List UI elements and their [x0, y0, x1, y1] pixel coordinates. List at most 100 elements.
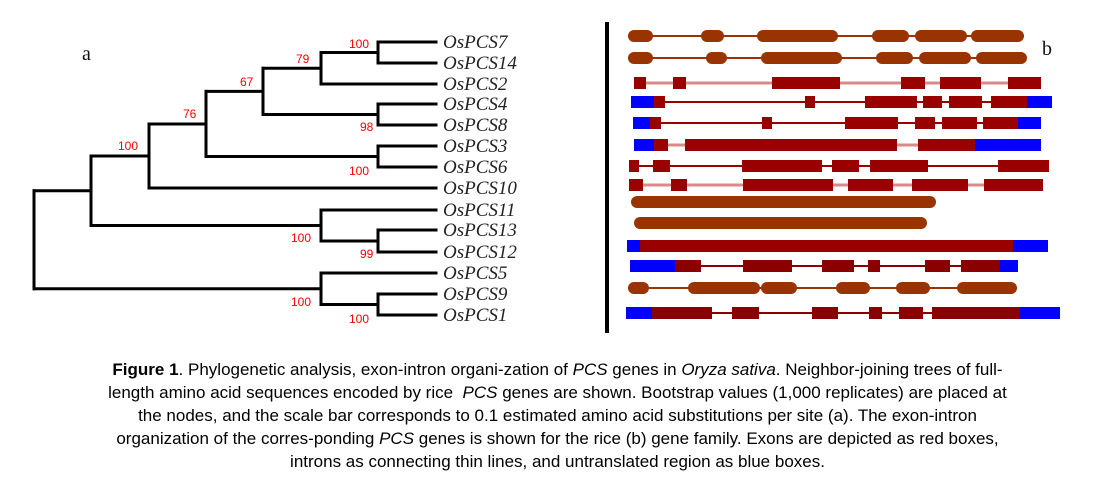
exon-box	[961, 260, 1000, 272]
exon-box	[812, 307, 838, 319]
bootstrap-value: 100	[349, 37, 369, 51]
caption-text: organization of the corres-ponding	[116, 429, 380, 448]
gene-structure-OsPCS7	[628, 30, 1024, 42]
exon-box	[761, 282, 797, 294]
gene-structure-OsPCS5	[630, 260, 1018, 272]
exon-box	[629, 160, 639, 172]
utr-box	[627, 240, 640, 252]
exon-box	[706, 52, 727, 64]
exon-box	[957, 282, 1017, 294]
exon-box	[868, 260, 880, 272]
exon-box	[732, 307, 759, 319]
bootstrap-value: 67	[240, 75, 254, 89]
exon-box	[772, 77, 840, 89]
caption-text: introns as connecting thin lines, and un…	[290, 452, 825, 471]
utr-box	[1018, 117, 1041, 129]
exon-box	[762, 117, 772, 129]
exon-box	[654, 139, 668, 151]
leaf-label: OsPCS2	[443, 74, 508, 95]
exon-box	[628, 52, 653, 64]
exon-box	[848, 179, 893, 191]
gene-structure-OsPCS1	[626, 307, 1060, 319]
exon-box	[872, 30, 909, 42]
figure-graphic: aOsPCS7OsPCS14OsPCS2OsPCS4OsPCS8OsPCS3Os…	[32, 22, 1060, 333]
panel-b-label: b	[1042, 38, 1052, 60]
caption-text: genes are shown. Bootstrap values (1,000…	[497, 383, 1007, 402]
caption-text: the nodes, and the scale bar corresponds…	[138, 406, 977, 425]
exon-box	[650, 117, 661, 129]
exon-box	[983, 117, 1018, 129]
leaf-label: OsPCS13	[443, 220, 517, 241]
caption-line: the nodes, and the scale bar corresponds…	[0, 404, 1115, 427]
caption-text: . Neighbor-joining trees of full-	[775, 360, 1003, 379]
utr-box	[975, 139, 1041, 151]
utr-box	[626, 307, 652, 319]
bootstrap-value: 100	[118, 139, 138, 153]
utr-box	[633, 117, 650, 129]
caption-text: . Phylogenetic analysis, exon-intron org…	[178, 360, 573, 379]
bootstrap-value: 100	[349, 312, 369, 326]
exon-box	[901, 77, 925, 89]
leaf-label: OsPCS14	[443, 53, 517, 74]
gene-structure-OsPCS2	[634, 77, 1041, 89]
utr-box	[1000, 260, 1018, 272]
utr-box	[1027, 96, 1052, 108]
exon-box	[991, 96, 1027, 108]
gene-structure-OsPCS8	[633, 117, 1041, 129]
exon-box	[869, 307, 882, 319]
utr-box	[631, 96, 654, 108]
exon-box	[876, 52, 913, 64]
gene-structure-OsPCS6	[629, 160, 1049, 172]
exon-box	[634, 217, 927, 229]
exon-box	[865, 96, 917, 108]
exon-box	[976, 52, 1027, 64]
caption-italic: Oryza sativa	[681, 360, 776, 379]
bootstrap-value: 99	[360, 247, 374, 261]
caption-text: length amino acid sequences encoded by r…	[108, 383, 463, 402]
exon-box	[971, 30, 1024, 42]
bootstrap-value: 76	[183, 107, 197, 121]
caption-line: length amino acid sequences encoded by r…	[0, 381, 1115, 404]
caption-italic: PCS	[379, 429, 415, 448]
gene-structure-OsPCS3	[634, 139, 1041, 151]
exon-box	[899, 307, 923, 319]
utr-box	[1020, 307, 1060, 319]
bootstrap-value: 79	[296, 52, 310, 66]
exon-box	[628, 282, 649, 294]
exon-box	[845, 117, 898, 129]
caption-text: genes is shown for the rice (b) gene fam…	[414, 429, 999, 448]
caption-italic: PCS	[462, 383, 498, 402]
gene-structure-OsPCS4	[631, 96, 1052, 108]
leaf-label: OsPCS6	[443, 157, 508, 178]
bootstrap-value: 100	[291, 231, 311, 245]
leaf-label: OsPCS1	[443, 305, 507, 326]
exon-box	[932, 307, 1020, 319]
exon-box	[915, 30, 967, 42]
leaf-label: OsPCS10	[443, 178, 517, 199]
leaf-label: OsPCS7	[443, 32, 509, 53]
exon-box	[923, 96, 942, 108]
exon-box	[654, 96, 665, 108]
exon-box	[653, 160, 670, 172]
exon-box	[634, 77, 646, 89]
exon-box	[671, 179, 687, 191]
exon-box	[761, 52, 842, 64]
gene-structure-OsPCS9	[628, 282, 1017, 294]
exon-box	[870, 160, 928, 172]
figure-caption: Figure 1. Phylogenetic analysis, exon-in…	[0, 358, 1115, 473]
exon-box	[675, 260, 701, 272]
exon-box	[998, 160, 1049, 172]
exon-box	[984, 179, 1043, 191]
utr-box	[634, 139, 654, 151]
leaf-label: OsPCS11	[443, 200, 515, 221]
bootstrap-value: 100	[291, 295, 311, 309]
gene-structure-OsPCS14	[628, 52, 1027, 64]
exon-box	[742, 160, 822, 172]
exon-box	[836, 282, 870, 294]
utr-box	[630, 260, 675, 272]
exon-box	[1008, 77, 1041, 89]
utr-box	[1013, 240, 1048, 252]
exon-box	[757, 30, 838, 42]
gene-structure-OsPCS11	[631, 196, 936, 208]
gene-structure-OsPCS12	[627, 240, 1048, 252]
